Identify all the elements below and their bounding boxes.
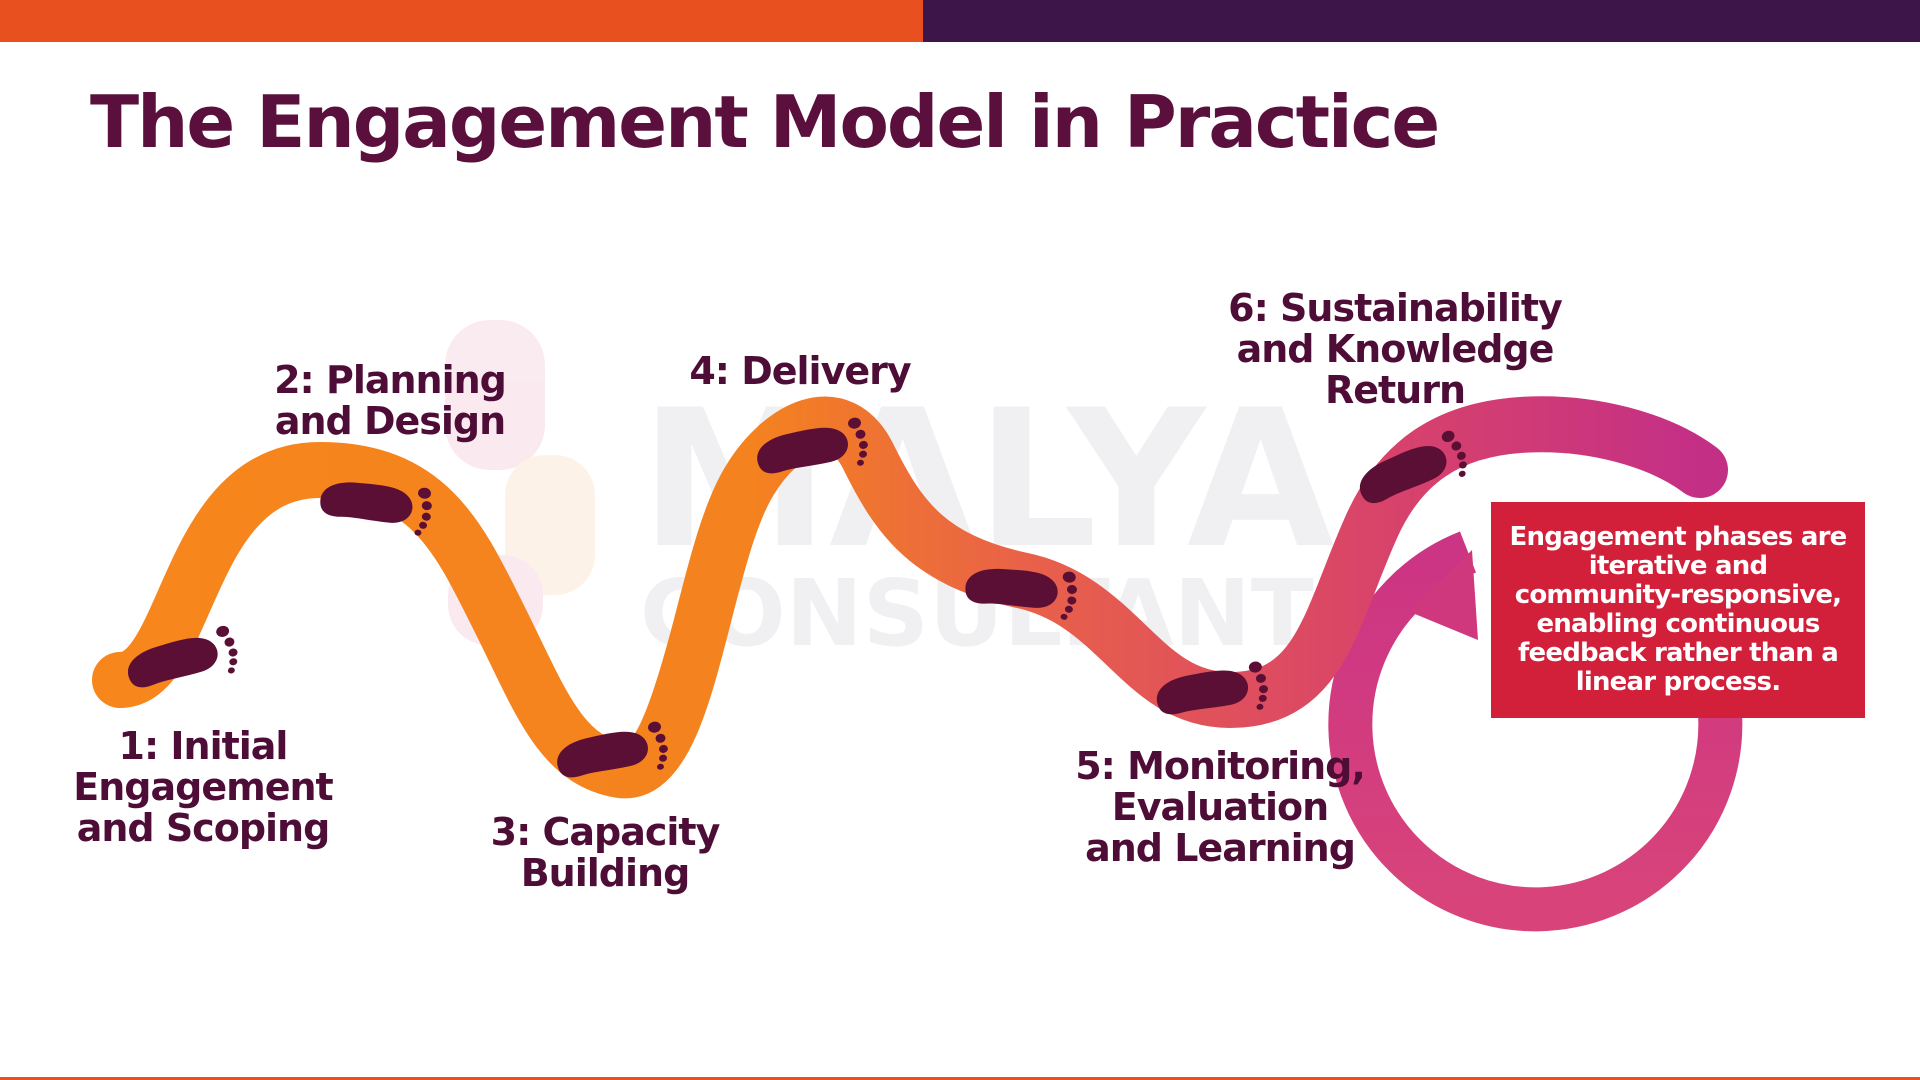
phase-1-label: 1: Initial Engagement and Scoping (58, 726, 348, 849)
phase-2-label: 2: Planning and Design (260, 360, 520, 442)
phase-2-line: 2: Planning (274, 358, 507, 402)
phase-6-line: and Knowledge (1236, 327, 1555, 371)
phase-5-line: and Learning (1085, 826, 1356, 870)
top-accent-bar (0, 0, 1920, 42)
loop-arc (1328, 531, 1743, 932)
phase-5-label: 5: Monitoring, Evaluation and Learning (1055, 746, 1385, 869)
phase-2-line: and Design (274, 399, 506, 443)
phase-6-line: Return (1324, 368, 1466, 412)
phase-6-label: 6: Sustainability and Knowledge Return (1210, 288, 1580, 411)
watermark-logo-shape (445, 320, 545, 470)
phase-1-line: Engagement (73, 765, 333, 809)
callout-text: Engagement phases are iterative and comm… (1509, 522, 1848, 697)
phase-3-label: 3: Capacity Building (460, 812, 750, 894)
feedback-loop-arrow (1328, 531, 1743, 932)
phase-5-line: 5: Monitoring, (1075, 744, 1366, 788)
phase-1-line: 1: Initial (118, 724, 289, 768)
phase-3-line: 3: Capacity (490, 810, 721, 854)
watermark-logo-shape (505, 455, 595, 595)
phase-1-line: and Scoping (76, 806, 331, 850)
phase-5-line: Evaluation (1111, 785, 1329, 829)
top-bar-purple (923, 0, 1920, 42)
phase-4-label: 4: Delivery (660, 351, 940, 392)
phase-6-line: 6: Sustainability (1228, 286, 1563, 330)
slide-title: The Engagement Model in Practice (90, 80, 1440, 164)
bottom-accent-line (0, 1077, 1920, 1080)
loop-arrowhead-icon (1410, 550, 1478, 640)
phase-4-line: 4: Delivery (689, 349, 911, 393)
iterative-callout-box: Engagement phases are iterative and comm… (1491, 502, 1865, 718)
top-bar-orange (0, 0, 923, 42)
phase-3-line: Building (520, 851, 691, 895)
